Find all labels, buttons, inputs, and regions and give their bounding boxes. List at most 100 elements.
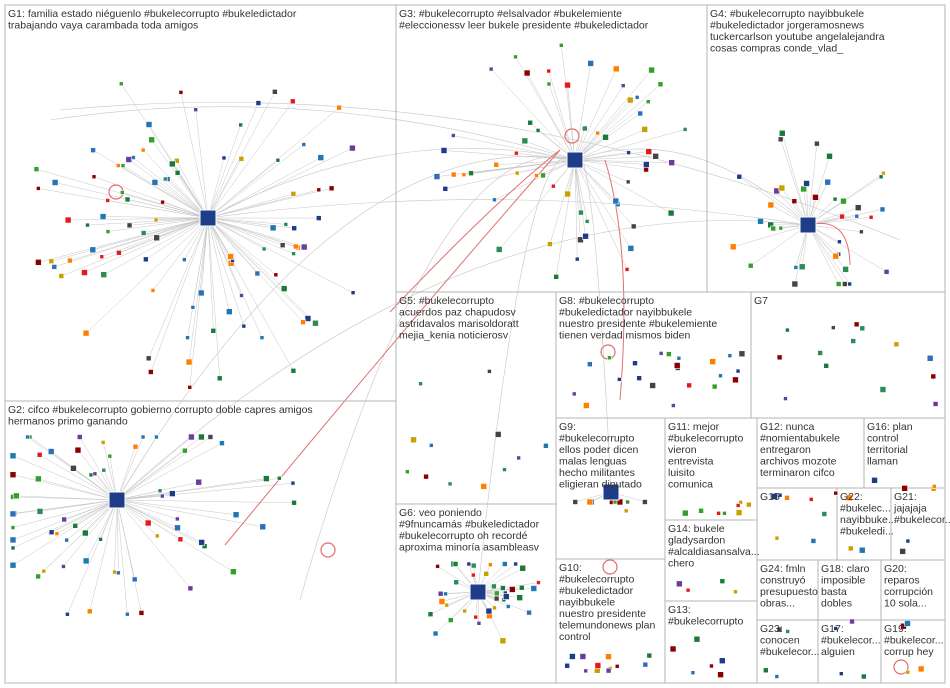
hub-node[interactable] — [567, 152, 583, 168]
node[interactable] — [822, 512, 827, 517]
node[interactable] — [148, 369, 153, 374]
node[interactable] — [424, 474, 429, 479]
node[interactable] — [522, 138, 528, 144]
node[interactable] — [686, 588, 690, 592]
node[interactable] — [102, 468, 106, 472]
node[interactable] — [779, 130, 785, 136]
node[interactable] — [491, 584, 496, 589]
node[interactable] — [312, 320, 318, 326]
node[interactable] — [859, 230, 863, 234]
node[interactable] — [70, 465, 76, 471]
node[interactable] — [644, 167, 649, 172]
hub-node[interactable] — [109, 492, 125, 508]
node[interactable] — [804, 180, 810, 186]
node[interactable] — [736, 369, 740, 373]
node[interactable] — [647, 653, 652, 658]
node[interactable] — [152, 179, 158, 185]
node[interactable] — [411, 437, 417, 443]
node[interactable] — [837, 240, 841, 244]
node[interactable] — [145, 520, 151, 526]
node[interactable] — [163, 177, 167, 181]
node[interactable] — [489, 67, 493, 71]
node[interactable] — [228, 254, 234, 260]
node[interactable] — [474, 615, 478, 619]
node[interactable] — [603, 134, 609, 140]
node[interactable] — [683, 127, 687, 131]
node[interactable] — [502, 468, 506, 472]
node[interactable] — [108, 454, 112, 458]
node[interactable] — [208, 435, 213, 440]
node[interactable] — [211, 328, 216, 333]
node[interactable] — [583, 233, 589, 239]
node[interactable] — [240, 293, 244, 297]
node[interactable] — [536, 581, 540, 585]
node[interactable] — [61, 564, 65, 568]
node[interactable] — [839, 672, 843, 676]
node[interactable] — [270, 225, 276, 231]
node[interactable] — [779, 185, 785, 191]
node[interactable] — [439, 599, 445, 605]
node[interactable] — [642, 500, 647, 505]
node[interactable] — [487, 369, 491, 373]
node[interactable] — [585, 219, 589, 223]
node[interactable] — [613, 500, 617, 504]
node[interactable] — [541, 173, 546, 178]
node[interactable] — [496, 246, 502, 252]
node[interactable] — [188, 586, 193, 591]
node[interactable] — [843, 266, 849, 272]
node[interactable] — [494, 596, 499, 601]
node[interactable] — [141, 435, 145, 439]
node[interactable] — [233, 512, 239, 518]
node[interactable] — [779, 226, 783, 230]
node[interactable] — [438, 591, 443, 596]
node[interactable] — [786, 629, 790, 633]
node[interactable] — [869, 215, 873, 219]
node[interactable] — [161, 200, 165, 204]
node[interactable] — [736, 503, 740, 507]
node[interactable] — [329, 186, 334, 191]
node[interactable] — [158, 489, 162, 493]
node[interactable] — [682, 510, 688, 516]
node[interactable] — [222, 156, 226, 160]
node[interactable] — [746, 502, 751, 507]
node[interactable] — [291, 368, 296, 373]
node[interactable] — [121, 164, 125, 168]
node[interactable] — [626, 500, 630, 504]
node[interactable] — [477, 621, 481, 625]
node[interactable] — [292, 500, 297, 505]
node[interactable] — [256, 101, 261, 106]
node[interactable] — [559, 43, 563, 47]
node[interactable] — [777, 355, 782, 360]
node[interactable] — [10, 511, 16, 517]
node[interactable] — [627, 97, 633, 103]
node[interactable] — [918, 666, 924, 672]
node[interactable] — [635, 95, 639, 99]
node[interactable] — [840, 214, 845, 219]
node[interactable] — [666, 352, 671, 357]
node[interactable] — [481, 483, 487, 489]
node[interactable] — [301, 244, 307, 250]
node[interactable] — [49, 530, 54, 535]
node[interactable] — [290, 99, 295, 104]
node[interactable] — [710, 359, 716, 365]
node[interactable] — [768, 202, 774, 208]
node[interactable] — [451, 172, 456, 177]
node[interactable] — [517, 595, 523, 601]
node[interactable] — [812, 194, 818, 200]
node[interactable] — [503, 594, 509, 600]
node[interactable] — [809, 497, 813, 501]
node[interactable] — [718, 672, 724, 678]
node[interactable] — [188, 385, 192, 389]
node[interactable] — [462, 173, 466, 177]
node[interactable] — [520, 565, 526, 571]
node[interactable] — [582, 126, 587, 131]
node[interactable] — [748, 263, 753, 268]
node[interactable] — [872, 477, 878, 483]
node[interactable] — [83, 558, 89, 564]
node[interactable] — [62, 517, 67, 522]
node[interactable] — [65, 217, 71, 223]
node[interactable] — [291, 191, 296, 196]
node[interactable] — [37, 508, 43, 514]
node[interactable] — [11, 546, 15, 550]
node[interactable] — [126, 157, 132, 163]
